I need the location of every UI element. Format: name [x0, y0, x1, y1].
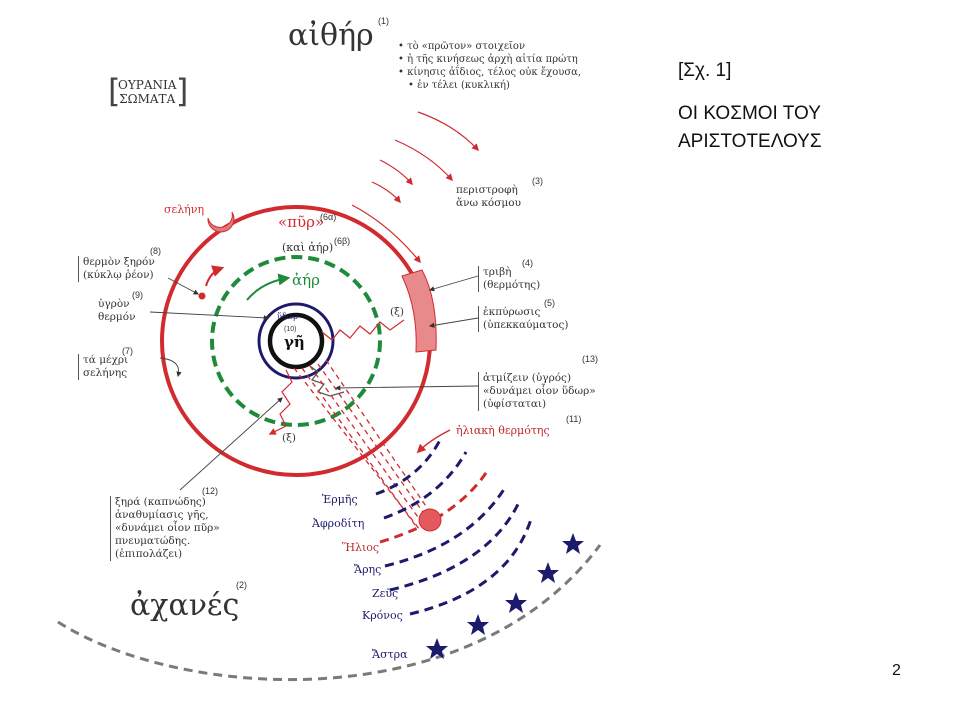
earth-num: (10): [284, 326, 297, 333]
earth-label: γῆ: [284, 333, 305, 351]
zigzag-down: [268, 369, 293, 435]
below-moon-label: τά μέχρι σελήνης: [78, 354, 128, 380]
wet-vapor-num: (13): [582, 354, 599, 364]
hot-dry-label: θερμὸν ξηρόν (κύκλῳ ῥέον): [78, 256, 155, 282]
friction-num: (4): [522, 258, 533, 268]
earth-sphere: [267, 312, 325, 370]
ourania-somata-label: [ ΟΥΡΑΝΙΑ ΣΩΜΑΤΑ ]: [108, 72, 189, 110]
rotation-label: περιστροφὴ ἄνω κόσμου: [456, 184, 521, 209]
planet-helios: Ἥλιος: [342, 541, 380, 554]
water-sphere: [257, 302, 335, 380]
air-label: ἀήρ: [292, 271, 320, 289]
water-label: ὕδωρ: [277, 312, 298, 321]
ourania-line2: ΣΩΜΑΤΑ: [119, 92, 176, 106]
solar-heat-label: ἡλιακὴ θερμότης: [456, 424, 550, 437]
dry-exhalation-num: (12): [202, 486, 219, 496]
wet-hot-label: ὑγρὸν θερμόν: [98, 298, 136, 323]
friction-block: [401, 269, 437, 353]
achanes-word: ἀχανές: [130, 588, 240, 623]
rotation-num: (3): [532, 176, 543, 186]
dry-exhalation-label: ξηρά (καπνώδης) ἀναθυμίασις γῆς, «δυνάμε…: [110, 496, 220, 561]
air-arrow: [246, 273, 291, 301]
page-number: 2: [892, 662, 901, 679]
ekpyrosis-num: (5): [544, 298, 555, 308]
planet-astra: Ἄστρα: [372, 648, 408, 661]
aither-bullet: ἡ τῆς κινήσεως ἀρχὴ αἰτία πρώτη: [398, 53, 581, 66]
solar-heat-num: (11): [566, 414, 582, 424]
star-icon: [505, 592, 527, 613]
rotation-arrows: [351, 111, 479, 264]
kai-aer-num: (6β): [334, 236, 351, 246]
fire-arrow: [205, 265, 225, 287]
below-moon-num: (7): [122, 346, 133, 356]
star-icon: [537, 562, 559, 583]
wet-vapor-label: ἀτμίζειν (ὑγρός) «δυνάμει οἷον ὕδωρ» (ὑφ…: [478, 372, 596, 411]
ekpyrosis-label: ἐκπύρωσις (ὑπεκκαύματος): [478, 306, 568, 332]
figure-title-line2: ΑΡΙΣΤΟΤΕΛΟΥΣ: [678, 131, 822, 152]
kai-aer-label: (καὶ ἀήρ): [282, 241, 334, 254]
sun-icon: [418, 508, 442, 532]
aither-num: (1): [378, 16, 389, 26]
wet-hot-num: (9): [132, 290, 143, 300]
friction-label: τριβὴ (θερμότης): [478, 266, 540, 292]
achanes-num: (2): [236, 580, 247, 590]
aither-bullet: ἐν τέλει (κυκλική): [398, 79, 581, 92]
fire-label: «πῦρ»: [278, 213, 325, 231]
xi-label-bottom: (ξ): [282, 432, 296, 444]
zigzag-vapor: [309, 365, 345, 397]
planet-kronos: Κρόνος: [362, 609, 403, 622]
ourania-line1: ΟΥΡΑΝΙΑ: [118, 78, 177, 92]
star-icon: [562, 533, 584, 554]
outer-boundary-arc: [57, 544, 602, 681]
moon-crescent-icon: [207, 211, 235, 233]
moon-label: σελήνη: [164, 203, 205, 216]
hot-dry-dot: [198, 292, 206, 300]
star-icon: [467, 614, 489, 635]
figure-title: ΟΙ ΚΟΣΜΟΙ ΤΟΥ ΑΡΙΣΤΟΤΕΛΟΥΣ: [678, 100, 822, 156]
planet-ares: Ἄρης: [354, 563, 382, 576]
solar-heat-arrow: [416, 429, 451, 454]
stars: [426, 533, 584, 659]
aither-word: αἰθήρ: [288, 18, 374, 53]
figure-label: [Σχ. 1]: [678, 60, 732, 81]
aither-bullet: τὸ «πρῶτον» στοιχεῖον: [398, 40, 581, 53]
hot-dry-num: (8): [150, 246, 161, 256]
solar-rays: [293, 359, 431, 531]
air-sphere: [210, 255, 382, 427]
planet-zeus: Ζεῦς: [372, 587, 399, 600]
figure-title-line1: ΟΙ ΚΟΣΜΟΙ ΤΟΥ: [678, 103, 821, 124]
planet-aphrodite: Ἀφροδίτη: [312, 517, 365, 530]
fire-num: (6α): [320, 212, 337, 222]
planet-arcs: [375, 439, 534, 616]
pointer-lines: [149, 275, 479, 491]
xi-label-right: (ξ): [390, 306, 404, 318]
aither-bullets: τὸ «πρῶτον» στοιχεῖον ἡ τῆς κινήσεως ἀρχ…: [398, 40, 581, 92]
star-icon: [426, 638, 448, 659]
aither-bullet: κίνησις ἀΐδιος, τέλος οὐκ ἔχουσα,: [398, 66, 581, 79]
zigzag-right: [321, 319, 405, 341]
planet-hermes: Ἑρμῆς: [322, 493, 358, 506]
